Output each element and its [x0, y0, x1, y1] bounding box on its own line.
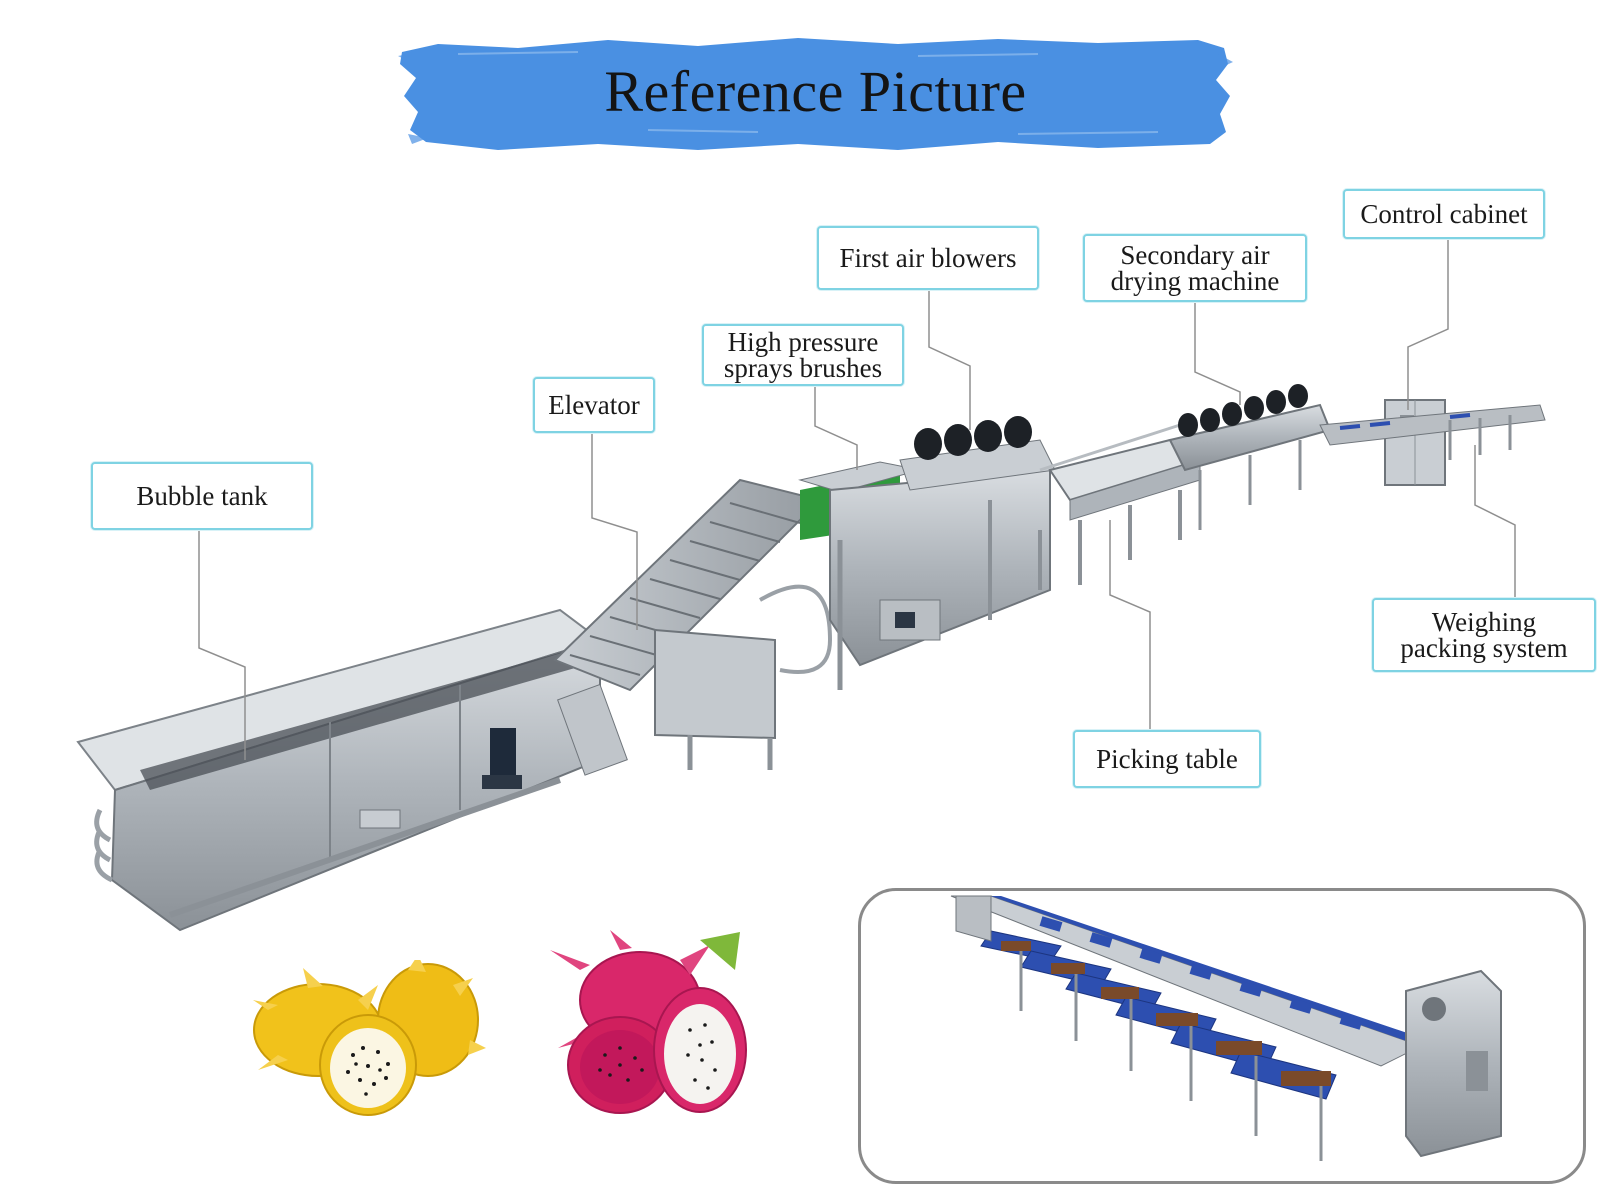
leader-control-cabinet [1407, 237, 1449, 410]
red-dragon-fruit-icon [550, 930, 747, 1114]
label-control-cabinet-text: Control cabinet [1360, 199, 1528, 229]
label-secondary-air-line2: drying machine [1110, 266, 1280, 296]
label-picking-table: Picking table [1073, 730, 1261, 788]
label-high-pressure-line2: sprays brushes [723, 353, 883, 383]
weighing-packing-system [1319, 404, 1546, 460]
label-secondary-air-line1: Secondary air [1120, 240, 1270, 270]
label-weighing: Weighing packing system [1372, 598, 1596, 672]
label-secondary-air: Secondary air drying machine [1083, 234, 1307, 302]
inset-sorting-line [950, 895, 1502, 1161]
label-first-air: First air blowers [817, 226, 1039, 290]
label-first-air-text: First air blowers [839, 243, 1017, 273]
spray-brush-washer [798, 461, 1051, 690]
label-elevator: Elevator [533, 377, 655, 433]
label-weighing-line1: Weighing [1431, 607, 1537, 637]
leader-lines [198, 237, 1516, 760]
leader-high-pressure [814, 384, 858, 470]
label-high-pressure-line1: High pressure [727, 327, 879, 357]
label-weighing-line2: packing system [1400, 633, 1568, 663]
elevator [553, 478, 833, 776]
inset-weighing-photo [858, 888, 1586, 1184]
leader-bubble-tank [198, 528, 246, 760]
secondary-air-drying [1168, 384, 1332, 530]
picking-table [1038, 423, 1203, 590]
leader-elevator [591, 432, 638, 630]
label-control-cabinet: Control cabinet [1343, 189, 1545, 239]
leader-picking-table [1109, 520, 1151, 730]
bubble-tank [76, 608, 603, 932]
first-air-blowers [899, 416, 1056, 491]
label-bubble-tank: Bubble tank [91, 462, 313, 530]
leader-weighing [1474, 445, 1516, 598]
page-title: Reference Picture [604, 59, 1027, 124]
label-bubble-tank-text: Bubble tank [136, 481, 268, 511]
control-cabinet [1384, 399, 1446, 486]
leader-secondary-air [1194, 300, 1241, 405]
leader-first-air [928, 290, 971, 430]
label-elevator-text: Elevator [548, 390, 640, 420]
brush-stroke [398, 38, 1233, 150]
title-banner: Reference Picture [398, 34, 1233, 154]
label-high-pressure: High pressure sprays brushes [702, 324, 904, 386]
yellow-dragon-fruit-icon [253, 960, 486, 1116]
label-picking-table-text: Picking table [1096, 744, 1238, 774]
